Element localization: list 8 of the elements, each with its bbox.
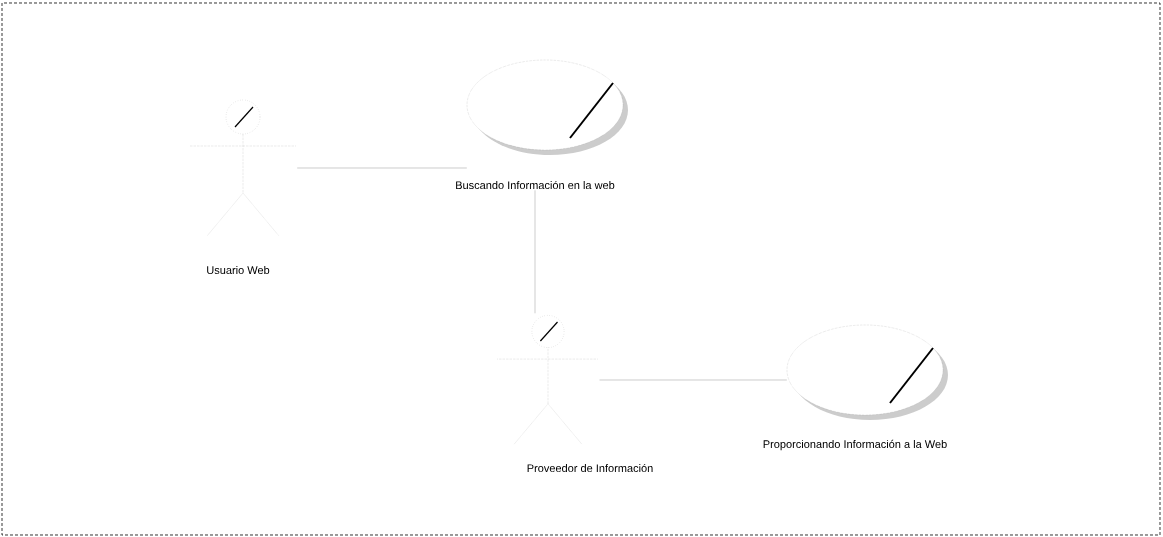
use-case-ellipse	[466, 59, 628, 155]
actor-figure	[189, 99, 297, 237]
actor-figure	[497, 315, 599, 445]
node-label: Buscando Información en la web	[456, 180, 615, 190]
node-label: Proporcionando Información a la Web	[763, 439, 947, 451]
use-case-ellipse	[786, 324, 948, 420]
node-label: Usuario Web	[207, 265, 270, 275]
node-label: Proveedor de Información	[527, 463, 653, 473]
